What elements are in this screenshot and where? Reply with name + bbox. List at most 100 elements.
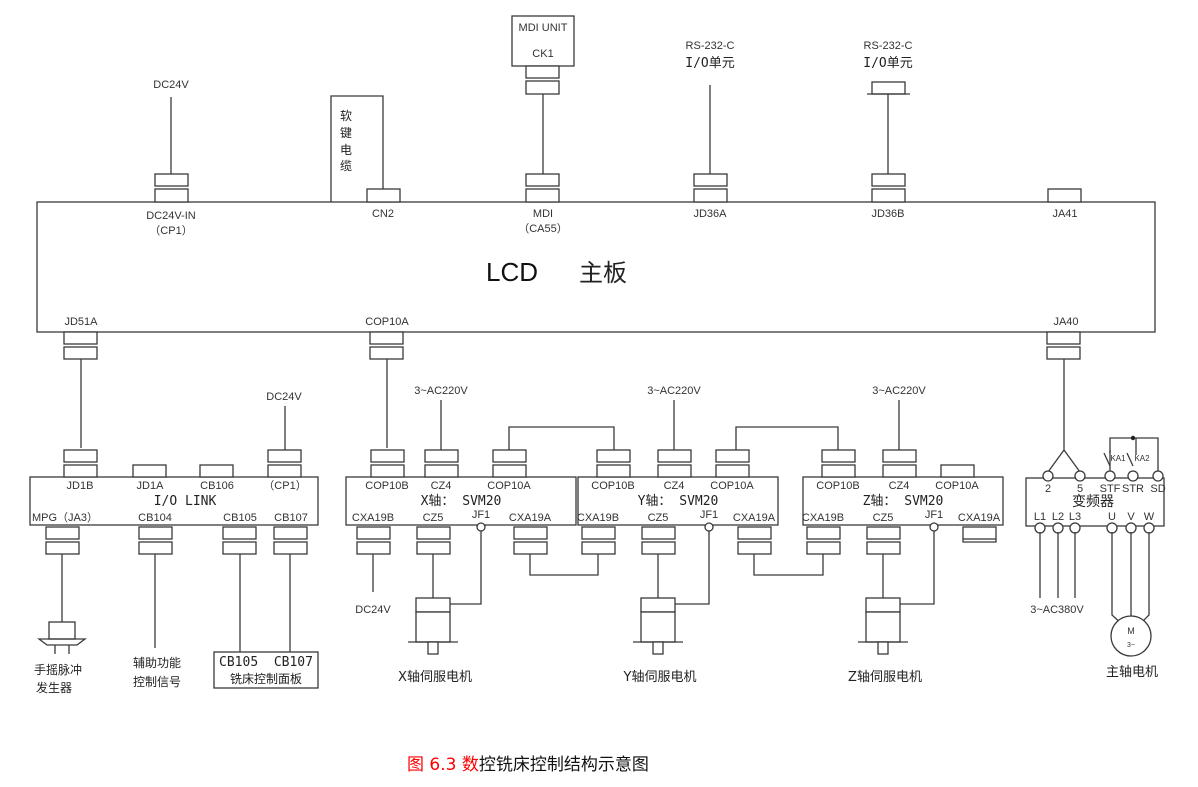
connector [715, 449, 750, 463]
servo-port-bottom: CXA19A [733, 512, 776, 524]
servo-port-bottom: CZ5 [423, 512, 444, 524]
dc24v-label-top: DC24V [153, 79, 189, 91]
connector [581, 526, 616, 540]
terminal-label: V [1127, 511, 1135, 523]
servo-box [802, 476, 1004, 526]
softkey-cable-char: 软 [340, 109, 352, 123]
inverter-title: 变频器 [1072, 494, 1114, 510]
figure-caption: 图 6.3 数控铣床控制结构示意图 [407, 755, 649, 775]
main-board: LCD 主板 DC24V-IN （CP1） CN2 MDI （CA55） JD3… [36, 201, 1156, 333]
servo-port-top: CZ4 [431, 480, 452, 492]
io-port-bottom: CB105 [223, 512, 257, 524]
connector [369, 331, 404, 345]
connector [525, 173, 560, 187]
connector [871, 173, 906, 187]
servo-dc24v-label: DC24V [355, 604, 391, 616]
connector [641, 526, 676, 540]
servo-port-bottom: CXA19B [577, 512, 619, 524]
handwheel-mpg-icon [37, 621, 87, 654]
connector [806, 541, 841, 555]
connector [525, 188, 560, 203]
main-board-title-en: LCD [486, 257, 538, 287]
port-dc24v-in: DC24V-IN [146, 210, 196, 222]
servo-power-label: 3~AC220V [414, 385, 468, 397]
connector [154, 188, 189, 203]
connector [737, 541, 772, 555]
terminal-label: U [1108, 511, 1116, 523]
mdi-ck1-label: CK1 [532, 48, 553, 60]
spindle-motor-icon [1110, 615, 1152, 657]
connector [45, 526, 80, 540]
connector [222, 541, 257, 555]
port-cop10a: COP10A [365, 316, 409, 328]
terminal [1034, 522, 1046, 534]
connector [370, 464, 405, 478]
connector [356, 526, 391, 540]
terminal [1152, 470, 1164, 482]
servo-title: X轴： SVM20 [421, 494, 502, 509]
servo-port-bottom: CXA19A [509, 512, 552, 524]
relay-contact-ka1 [1103, 452, 1111, 467]
connector [821, 464, 856, 478]
servo-motor-label: Z轴伺服电机 [848, 670, 922, 685]
connector [154, 173, 189, 187]
servo-motor-icon [408, 597, 458, 655]
servo-title: Z轴： SVM20 [863, 494, 944, 509]
connector [267, 449, 302, 463]
rs232a-io-label: I/O单元 [685, 56, 734, 71]
relay-label: KA1 [1110, 454, 1126, 463]
servo-motor-icon [858, 597, 908, 655]
softkey-cable-char: 键 [340, 126, 352, 140]
port-dc24v-in-sub: （CP1） [149, 224, 192, 237]
connector [424, 464, 459, 478]
servo-port-bottom: CZ5 [648, 512, 669, 524]
io-port-bottom: CB107 [274, 512, 308, 524]
aux-label: 控制信号 [133, 675, 181, 689]
io-port-top: （CP1） [263, 479, 306, 492]
servo-port-bottom: CXA19B [352, 512, 394, 524]
supply-label: 3~AC380V [1030, 604, 1084, 616]
servo-port-top: CZ4 [664, 480, 685, 492]
io-port-top: JD1B [67, 480, 94, 492]
connector [273, 541, 308, 555]
motor-phase: 3~ [1127, 642, 1135, 649]
connector [940, 464, 975, 478]
port-ja40: JA40 [1053, 316, 1078, 328]
connector [866, 541, 901, 555]
connector [641, 541, 676, 555]
port-jd36a: JD36A [693, 208, 727, 220]
main-board-box [36, 201, 1156, 333]
panel-label: 铣床控制面板 [230, 672, 302, 686]
connector [45, 541, 80, 555]
servo-port-top: COP10B [591, 480, 634, 492]
aux-label: 辅助功能 [133, 656, 181, 670]
servo-port-top: COP10B [816, 480, 859, 492]
mpg-label: 发生器 [36, 680, 72, 695]
servo-port-bottom: JF1 [472, 509, 490, 521]
servo-port-bottom: JF1 [925, 509, 943, 521]
connector [806, 526, 841, 540]
servo-motor-label: Y轴伺服电机 [623, 670, 697, 685]
terminal-label: STF [1100, 483, 1121, 495]
connector [962, 526, 997, 540]
connector [882, 449, 917, 463]
connector [424, 449, 459, 463]
terminal-label: W [1144, 511, 1155, 523]
io-dc24v-label: DC24V [266, 391, 302, 403]
connector [356, 541, 391, 555]
connector [525, 80, 560, 95]
io-port-bottom: MPG（JA3） [32, 511, 98, 524]
connector [657, 449, 692, 463]
connector [871, 81, 906, 95]
servo-link-cables [508, 426, 997, 576]
port-ja41: JA41 [1052, 208, 1077, 220]
connector [866, 526, 901, 540]
connector [416, 526, 451, 540]
terminal-label: L3 [1069, 511, 1081, 523]
terminal [1069, 522, 1081, 534]
connector [63, 331, 98, 345]
connector [138, 526, 173, 540]
